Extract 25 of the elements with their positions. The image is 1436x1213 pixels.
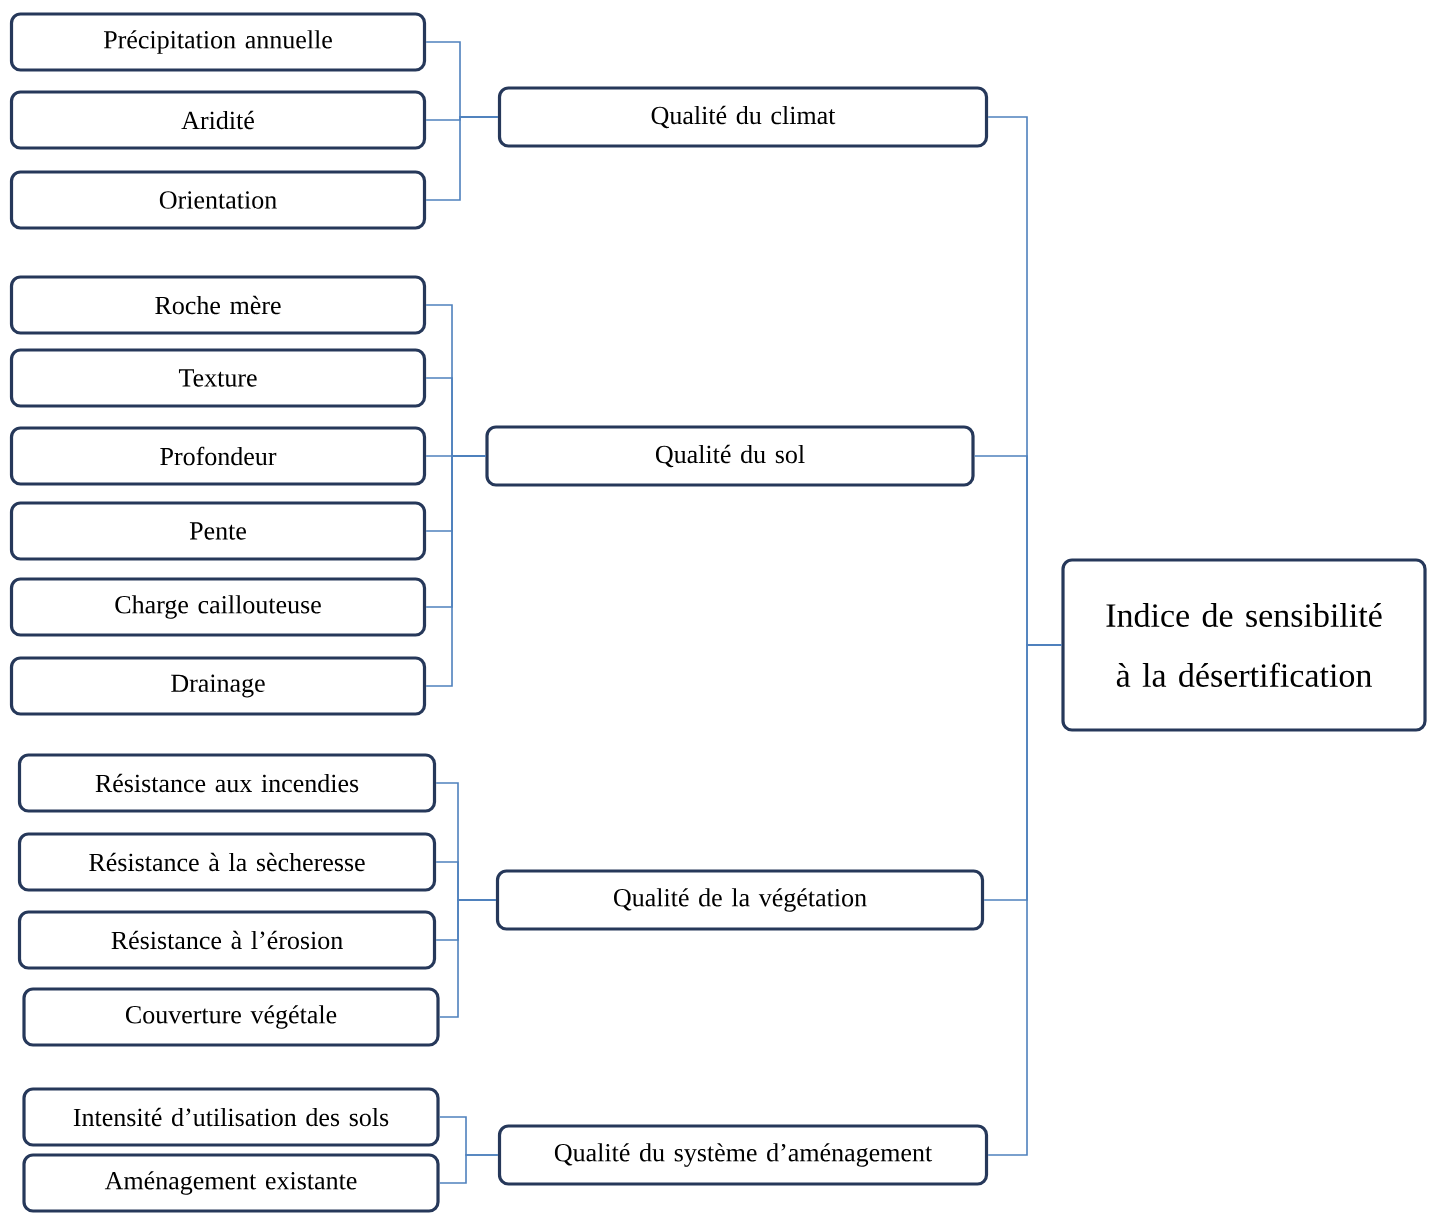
factor-box: Résistance à la sècheresse [17,832,437,892]
factor-box: Résistance à l’érosion [17,910,437,970]
factor-box: Aménagement existante [22,1153,440,1213]
factor-box: Orientation [9,170,427,230]
factor-box: Texture [9,348,427,408]
factor-box: Aridité [9,90,427,150]
factor-box: Roche mère [9,275,427,335]
factor-box: Qualité de la végétation [495,869,985,931]
factor-box: Pente [9,501,427,561]
factor-box: Couverture végétale [22,987,440,1047]
factor-box: Qualité du sol [485,425,975,487]
result-box: Indice de sensibilité à la désertification [1061,558,1427,732]
factor-box: Qualité du système d’aménagement [497,1124,989,1186]
factor-box: Résistance aux incendies [17,753,437,813]
connector-line [438,1154,499,1184]
connector-line [438,899,497,1018]
connector-line [987,644,1063,1156]
factor-box: Profondeur [9,426,427,486]
factor-box: Précipitation annuelle [9,12,427,72]
factor-box: Drainage [9,656,427,716]
factor-box: Charge caillouteuse [9,577,427,637]
connector-line [425,455,487,687]
factor-box: Intensité d’utilisation des sols [22,1087,440,1147]
factor-box: Qualité du climat [497,86,989,148]
connector-line [425,116,499,201]
